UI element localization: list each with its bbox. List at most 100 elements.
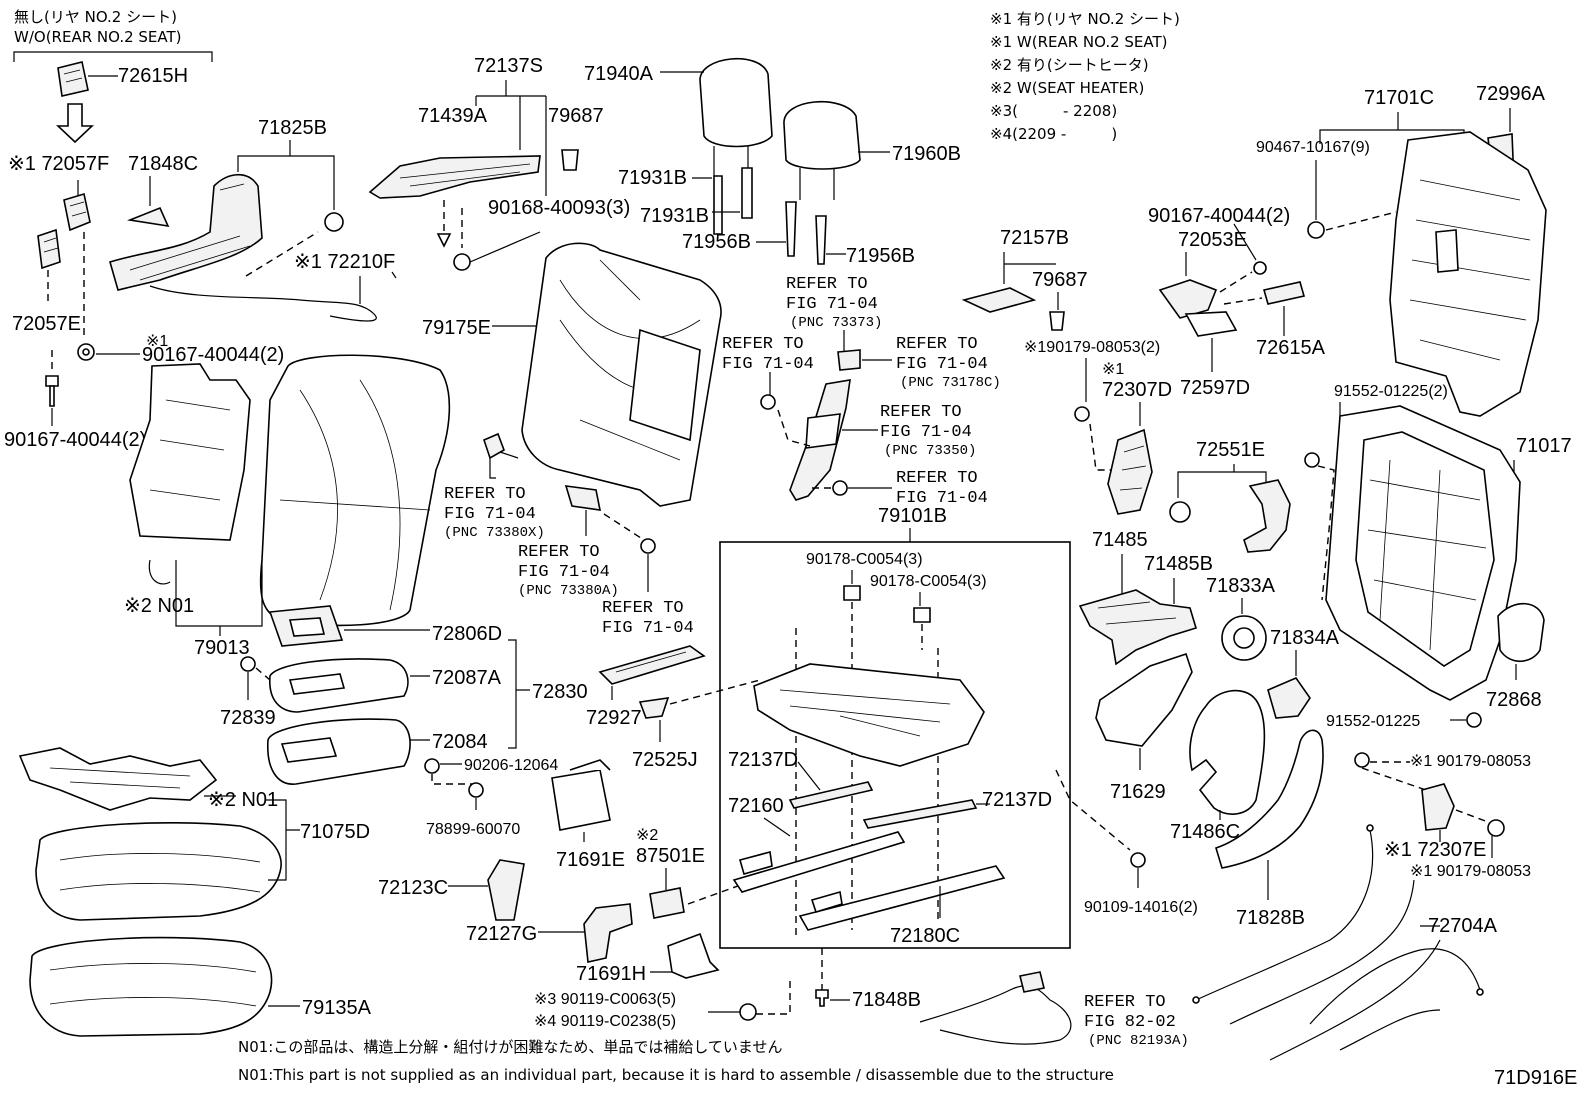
part-90206-label[interactable]: 90206-12064: [464, 757, 558, 774]
part-72057E-label[interactable]: 72057E: [12, 313, 81, 335]
seatbelt-retractor-drawing: [789, 379, 851, 501]
part-90119b-label[interactable]: ※4 90119-C0238(5): [534, 1013, 676, 1030]
part-72830-label[interactable]: 72830: [532, 681, 588, 703]
part-91552a-label[interactable]: 91552-01225(2): [1334, 383, 1448, 400]
part-71439A-label[interactable]: 71439A: [418, 105, 488, 127]
part-79135A-label[interactable]: 79135A: [302, 997, 372, 1019]
part-71848B-label[interactable]: 71848B: [852, 989, 921, 1011]
part-72137S-trim-drawing: [368, 155, 541, 199]
svg-text:REFER TO: REFER TO: [1084, 993, 1166, 1012]
part-71956B1-label[interactable]: 71956B: [682, 231, 751, 253]
part-72157B-label[interactable]: 72157B: [1000, 227, 1069, 249]
part-90167c-label[interactable]: 90167-40044(2): [1148, 205, 1290, 227]
part-72597D-knob-drawing: [1184, 311, 1238, 337]
part-71931B1-label[interactable]: 71931B: [618, 167, 687, 189]
part-72551E-label[interactable]: 72551E: [1196, 439, 1265, 461]
part-72927-label[interactable]: 72927: [586, 707, 642, 729]
part-90178b-label[interactable]: 90178-C0054(3): [870, 573, 987, 590]
part-71017-label[interactable]: 71017: [1516, 435, 1572, 457]
part-90179a-label[interactable]: ※1 90179-08053: [1410, 753, 1531, 770]
part-72996A-label[interactable]: 72996A: [1476, 83, 1546, 105]
part-71701C-label[interactable]: 71701C: [1364, 87, 1434, 109]
part-72123C-label[interactable]: 72123C: [378, 877, 448, 899]
part-72210F-label[interactable]: ※1 72210F: [294, 251, 395, 273]
part-90467-label[interactable]: 90467-10167(9): [1256, 139, 1370, 156]
legend-line-2: ※1 W(REAR NO.2 SEAT): [990, 33, 1168, 51]
part-79013-label[interactable]: 79013: [194, 637, 250, 659]
part-71848C-label[interactable]: 71848C: [128, 153, 198, 175]
svg-text:(PNC 73178C): (PNC 73178C): [900, 375, 1001, 391]
part-90179b-label[interactable]: ※1 90179-08053: [1410, 863, 1531, 880]
screw-90206-icon: [424, 758, 440, 774]
part-78899-label[interactable]: 78899-60070: [426, 821, 520, 838]
part-71834A-label[interactable]: 71834A: [1270, 627, 1340, 649]
part-72137D2-label[interactable]: 72137D: [982, 789, 1052, 811]
part-72927-trim-drawing: [598, 645, 706, 685]
part-72307E-label[interactable]: ※1 72307E: [1384, 839, 1486, 861]
part-90167b-label[interactable]: 90167-40044(2): [4, 429, 146, 451]
part-72597D-label[interactable]: 72597D: [1180, 377, 1250, 399]
part-71940A-label[interactable]: 71940A: [584, 63, 654, 85]
part-90178a-label[interactable]: 90178-C0054(3): [806, 551, 923, 568]
part-72180C-label[interactable]: 72180C: [890, 925, 960, 947]
part-72087A-label[interactable]: 72087A: [432, 667, 502, 689]
svg-text:(PNC 73350): (PNC 73350): [884, 443, 976, 459]
part-71691E-label[interactable]: 71691E: [556, 849, 625, 871]
part-71960B-label[interactable]: 71960B: [892, 143, 961, 165]
part-72525J-label[interactable]: 72525J: [632, 749, 698, 771]
part-71833A-label[interactable]: 71833A: [1206, 575, 1276, 597]
part-87501E-label[interactable]: 87501E: [636, 845, 705, 867]
part-79175E-label[interactable]: 79175E: [422, 317, 491, 339]
part-N01b-label[interactable]: ※2 N01: [208, 789, 278, 811]
part-90119a-label[interactable]: ※3 90119-C0063(5): [534, 991, 676, 1008]
part-72137S-label[interactable]: 72137S: [474, 55, 543, 77]
part-90167a-label[interactable]: 90167-40044(2): [142, 344, 284, 366]
svg-text:REFER TO: REFER TO: [444, 485, 526, 504]
clip-icon: [561, 149, 579, 171]
part-71956B2-label[interactable]: 71956B: [846, 245, 915, 267]
part-91552b-label[interactable]: 91552-01225: [1326, 713, 1420, 730]
harness-82193A-drawing: [919, 971, 1072, 1045]
part-71486C-label[interactable]: 71486C: [1170, 821, 1240, 843]
part-72704A-label[interactable]: 72704A: [1428, 915, 1498, 937]
part-72057F-label[interactable]: ※1 72057F: [8, 153, 109, 175]
clip-icon: [436, 233, 452, 248]
svg-text:REFER TO: REFER TO: [896, 335, 978, 354]
part-79101B-label[interactable]: 79101B: [878, 505, 947, 527]
part-71931B2-label[interactable]: 71931B: [640, 205, 709, 227]
part-72615H-label[interactable]: 72615H: [118, 65, 188, 87]
part-71691H-label[interactable]: 71691H: [576, 963, 646, 985]
clip-icon: [324, 212, 344, 232]
part-71828B-label[interactable]: 71828B: [1236, 907, 1305, 929]
part-71956B-guide2-drawing: [815, 215, 827, 265]
part-adjuster-frame-drawing: [753, 663, 985, 767]
part-90109-label[interactable]: 90109-14016(2): [1084, 899, 1198, 916]
part-71828B-cover-drawing: [1215, 729, 1324, 869]
part-72307D-label[interactable]: 72307D: [1102, 379, 1172, 401]
part-79687a-label[interactable]: 79687: [548, 105, 604, 127]
part-N01a-label[interactable]: ※2 N01: [124, 595, 194, 617]
part-72839-label[interactable]: 72839: [220, 707, 276, 729]
part-71629-label[interactable]: 71629: [1110, 781, 1166, 803]
part-72053E-cover-drawing: [1158, 279, 1218, 319]
part-72127G-label[interactable]: 72127G: [466, 923, 537, 945]
figure-code: 71D916E: [1494, 1067, 1577, 1089]
legend: ※1 有り(リヤ NO.2 シート) ※1 W(REAR NO.2 SEAT) …: [990, 10, 1180, 143]
part-72137D1-label[interactable]: 72137D: [728, 749, 798, 771]
part-87501E-mark: ※2: [636, 827, 658, 844]
part-71485-label[interactable]: 71485: [1092, 529, 1148, 551]
part-71485B-label[interactable]: 71485B: [1144, 553, 1213, 575]
part-72160-label[interactable]: 72160: [728, 795, 784, 817]
cap-72839-icon: [240, 656, 256, 672]
part-71075D-label[interactable]: 71075D: [300, 821, 370, 843]
part-90168-label[interactable]: 90168-40093(3): [488, 197, 630, 219]
part-72806D-label[interactable]: 72806D: [432, 623, 502, 645]
part-72868-label[interactable]: 72868: [1486, 689, 1542, 711]
part-72053E-label[interactable]: 72053E: [1178, 229, 1247, 251]
part-79013-back-cover-drawing: [259, 354, 451, 627]
part-71825B-label[interactable]: 71825B: [258, 117, 327, 139]
part-72084-label[interactable]: 72084: [432, 731, 488, 753]
part-72615A-label[interactable]: 72615A: [1256, 337, 1326, 359]
part-190179-label[interactable]: ※190179-08053(2): [1024, 339, 1160, 356]
part-79687b-label[interactable]: 79687: [1032, 269, 1088, 291]
